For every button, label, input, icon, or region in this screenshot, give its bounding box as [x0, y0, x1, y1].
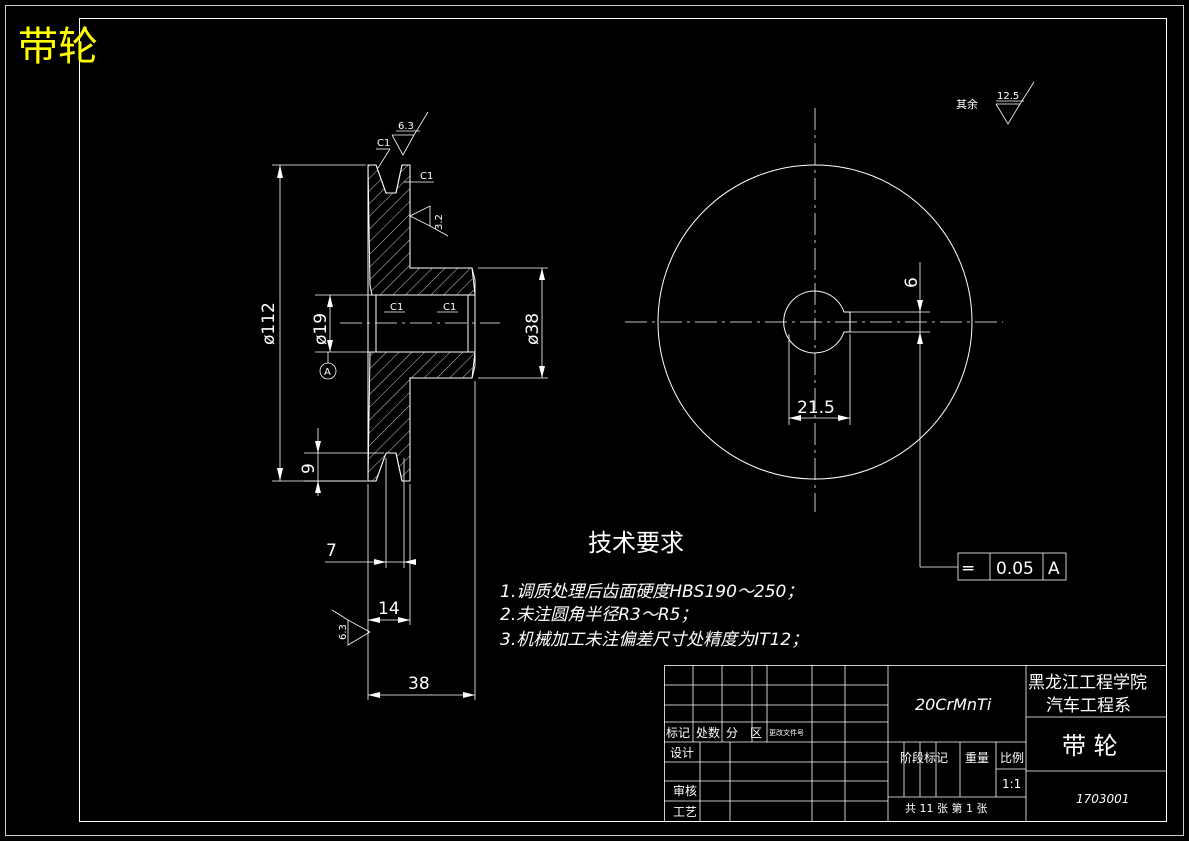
- bore-keyway: [783, 290, 851, 354]
- title-block: 20CrMnTi 黑龙江工程学院 汽车工程系 带 轮 1703001 标记 处数…: [664, 665, 1167, 822]
- outer-border: [5, 5, 1184, 836]
- tb-drawing-no: 1703001: [1076, 792, 1129, 806]
- tb-review: 审核: [673, 783, 697, 798]
- roughness-flank: 3.2: [434, 214, 445, 230]
- chamfer-c1-bore-right: C1: [443, 302, 456, 313]
- inner-frame: [79, 18, 1167, 822]
- tb-mark: 标记: [666, 726, 690, 740]
- tb-material: 20CrMnTi: [915, 695, 992, 714]
- roughness-other-value: 12.5: [997, 91, 1019, 102]
- tb-part-name: 带 轮: [1062, 732, 1118, 760]
- tolerance-value: 0.05: [996, 559, 1034, 579]
- dim-d38: ø38: [523, 313, 543, 345]
- tb-stage-mark: 阶段标记: [900, 750, 948, 765]
- tb-dept: 汽车工程系: [1046, 696, 1131, 716]
- dim-7: 7: [326, 541, 337, 561]
- tolerance-datum: A: [1048, 559, 1060, 579]
- tb-design: 设计: [670, 746, 694, 760]
- roughness-other-label: 其余: [956, 97, 978, 111]
- roughness-other: 其余 12.5: [956, 81, 1035, 125]
- tb-zone: 分 区: [726, 726, 762, 740]
- dim-14: 14: [378, 599, 400, 619]
- dim-d112: ø112: [259, 302, 279, 345]
- chamfer-c1-bore-left: C1: [390, 302, 403, 313]
- roughness-face: 6.3: [338, 624, 349, 640]
- dim-38-width: 38: [408, 674, 430, 694]
- chamfer-c1-top-left: C1: [377, 138, 390, 149]
- tb-weight: 重量: [965, 751, 989, 765]
- chamfer-c1-top-right: C1: [420, 171, 433, 182]
- section-upper-hatch: [367, 164, 476, 296]
- requirement-3: 3.机械加工未注偏差尺寸处精度为IT12；: [500, 630, 808, 650]
- requirement-2: 2.未注圆角半径R3～R5；: [500, 605, 697, 625]
- technical-requirements: 技术要求 1.调质处理后齿面硬度HBS190～250； 2.未注圆角半径R3～R…: [500, 529, 808, 650]
- dim-21-5: 21.5: [797, 398, 835, 418]
- section-view: ø112 ø19 ø38 9 A 7: [259, 111, 548, 700]
- tb-school: 黑龙江工程学院: [1028, 673, 1147, 693]
- roughness-groove: 6.3: [398, 121, 414, 132]
- front-view: 6 21.5 ═ 0.05 A: [625, 108, 1067, 581]
- requirements-heading: 技术要求: [588, 529, 684, 557]
- tb-scale: 1:1: [1002, 777, 1021, 791]
- tb-scale-label: 比例: [1000, 751, 1024, 765]
- tb-process: 工艺: [673, 805, 697, 819]
- dim-9: 9: [299, 463, 319, 474]
- tb-count: 处数: [696, 725, 720, 740]
- drawing-title: 带轮: [18, 24, 98, 70]
- dim-6: 6: [902, 277, 922, 288]
- dim-d19: ø19: [311, 313, 331, 345]
- tb-change-doc: 更改文件号: [769, 728, 804, 737]
- tolerance-symbol: ═: [962, 559, 974, 579]
- tb-sheets: 共 11 张 第 1 张: [905, 801, 987, 815]
- section-lower-hatch: [367, 351, 476, 482]
- tolerance-frame: [957, 552, 1067, 581]
- datum-label: A: [324, 367, 331, 378]
- requirement-1: 1.调质处理后齿面硬度HBS190～250；: [500, 582, 803, 602]
